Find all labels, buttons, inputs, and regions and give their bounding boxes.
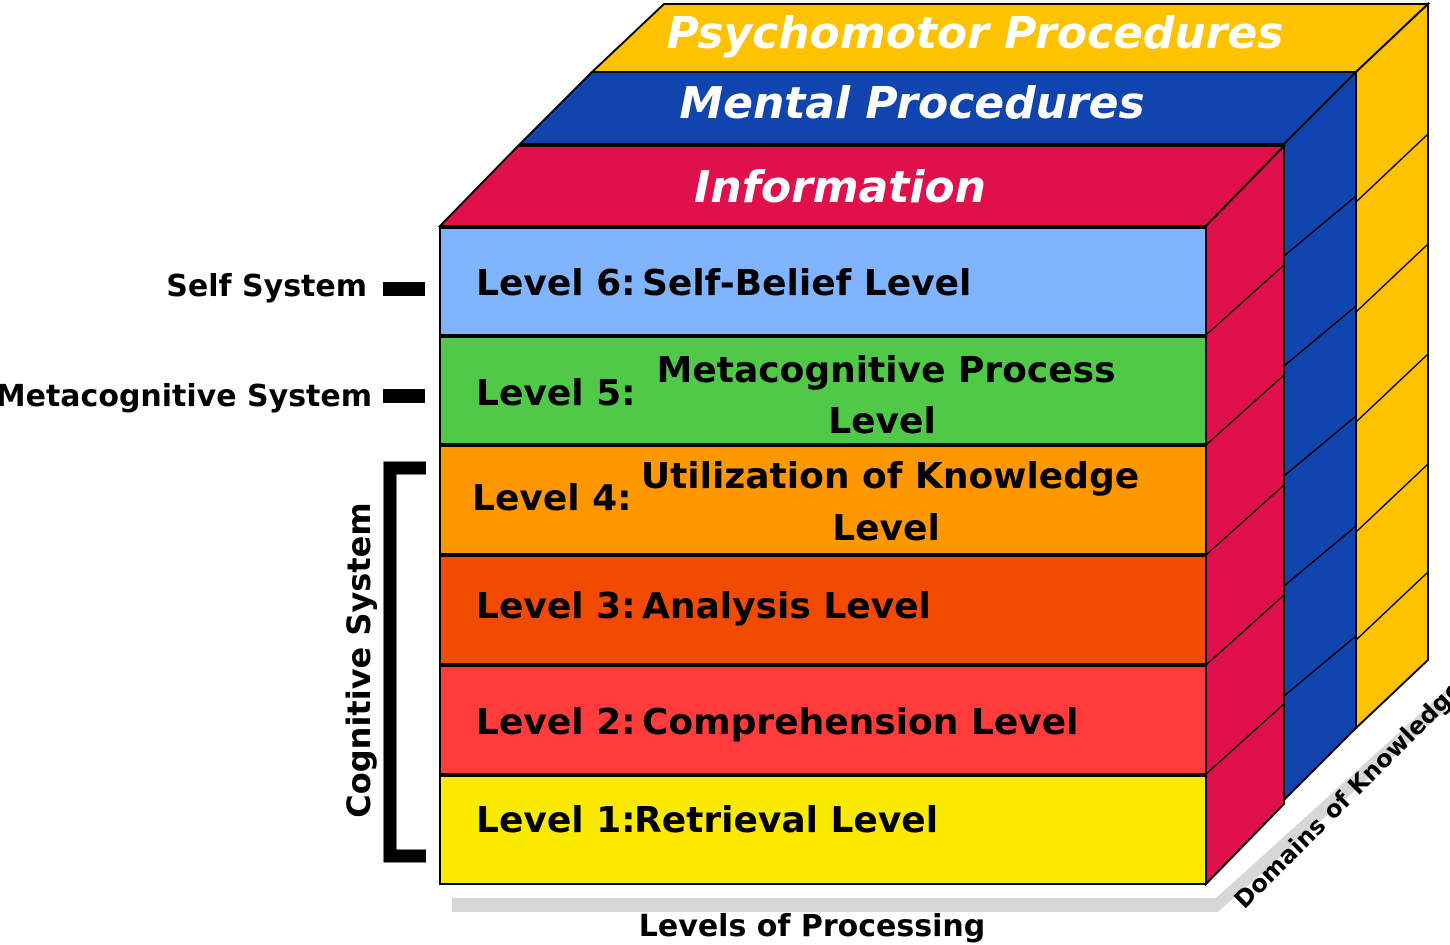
metacognitive-system-label: Metacognitive System <box>0 379 372 414</box>
level-rows: Level 6: Self-Belief Level Level 5: Meta… <box>439 227 1207 885</box>
system-labels: Self System Metacognitive System Cogniti… <box>0 269 426 863</box>
level-2-name: Comprehension Level <box>642 702 1079 743</box>
level-4-face <box>439 445 1207 555</box>
level-4-prefix: Level 4: <box>472 478 632 519</box>
psychomotor-title: Psychomotor Procedures <box>667 8 1284 59</box>
psychomotor-side-face <box>1355 1 1429 731</box>
level-1-prefix: Level 1: <box>476 800 636 841</box>
information-side-face <box>1205 143 1285 887</box>
cognitive-system-label: Cognitive System <box>340 502 378 817</box>
cognitive-system-bracket <box>383 461 426 863</box>
level-4-name-line2: Level <box>832 508 940 549</box>
level-5-prefix: Level 5: <box>476 373 636 414</box>
level-2-face <box>439 665 1207 775</box>
level-row: Level 2: Comprehension Level <box>439 665 1207 775</box>
level-6-name: Self-Belief Level <box>642 263 971 304</box>
metacognitive-system-tick <box>383 389 425 403</box>
level-2-prefix: Level 2: <box>476 702 636 743</box>
level-row: Level 3: Analysis Level <box>439 555 1207 665</box>
level-4-name-line1: Utilization of Knowledge <box>641 456 1139 497</box>
level-3-prefix: Level 3: <box>476 586 636 627</box>
level-5-name-line2: Level <box>828 401 936 442</box>
level-3-face <box>439 555 1207 665</box>
level-1-face <box>439 775 1207 885</box>
mental-title: Mental Procedures <box>679 78 1144 129</box>
self-system-label: Self System <box>166 269 367 304</box>
level-row: Level 6: Self-Belief Level <box>439 227 1207 336</box>
level-1-name: Retrieval Level <box>634 800 938 841</box>
domain-slab-mental: Mental Procedures <box>517 69 1359 803</box>
levels-of-processing-label: Levels of Processing <box>639 909 985 944</box>
mental-side-face <box>1283 69 1357 803</box>
information-title: Information <box>694 162 986 213</box>
domain-slab-information: Information <box>437 143 1287 887</box>
level-row: Level 5: Metacognitive Process Level <box>439 336 1207 445</box>
level-3-name: Analysis Level <box>642 586 931 627</box>
level-6-prefix: Level 6: <box>476 263 636 304</box>
level-row: Level 1: Retrieval Level <box>439 775 1207 885</box>
level-row: Level 4: Utilization of Knowledge Level <box>439 445 1207 555</box>
level-5-face <box>439 336 1207 445</box>
self-system-tick <box>383 282 425 296</box>
level-6-face <box>439 227 1207 336</box>
level-5-name-line1: Metacognitive Process <box>657 350 1116 391</box>
